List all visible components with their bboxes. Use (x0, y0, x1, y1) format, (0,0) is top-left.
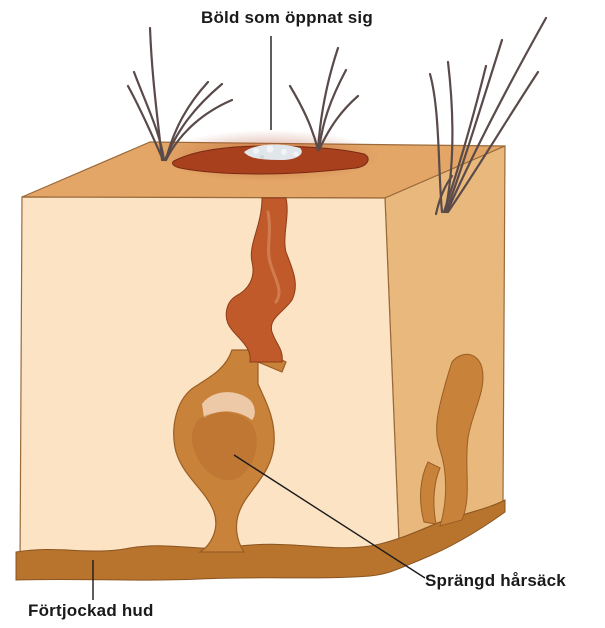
pus-bubble (267, 146, 274, 153)
pus-bubble (281, 149, 287, 155)
pus-bubble (260, 155, 264, 159)
pus-bubble (294, 152, 299, 157)
label-thickened-skin: Förtjockad hud (28, 601, 154, 621)
label-boil-opened: Böld som öppnat sig (201, 8, 373, 28)
label-ruptured-follicle: Sprängd hårsäck (425, 571, 566, 591)
pus-bubble (253, 148, 259, 154)
